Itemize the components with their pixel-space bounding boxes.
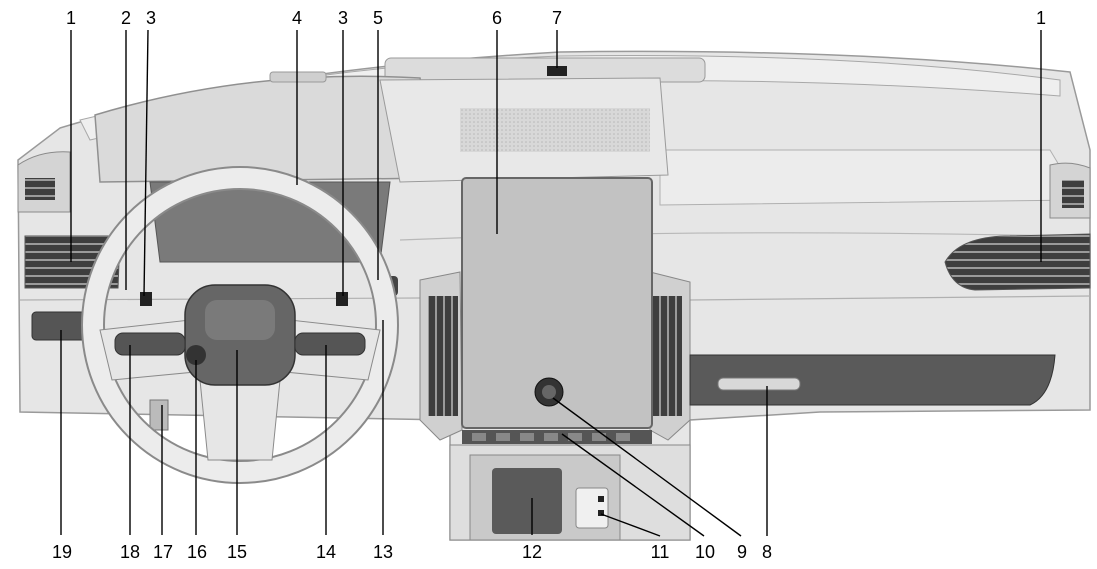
callout-3-right-paddle: 3	[338, 8, 348, 28]
callouts-top: 1 2 3 4 3 5 6 7 1	[66, 8, 1046, 28]
callout-18: 18	[120, 542, 140, 562]
callout-1-right-vent: 1	[1036, 8, 1046, 28]
callout-9: 9	[737, 542, 747, 562]
usb-ports	[575, 487, 609, 529]
left-steering-controls	[114, 332, 186, 356]
callout-19: 19	[52, 542, 72, 562]
sensor-module	[547, 66, 567, 76]
callout-15: 15	[227, 542, 247, 562]
callout-14: 14	[316, 542, 336, 562]
callout-5: 5	[373, 8, 383, 28]
infotainment-screen	[461, 177, 653, 429]
callout-6: 6	[492, 8, 502, 28]
callout-11: 11	[651, 542, 670, 562]
right-outboard-vent	[944, 162, 1091, 291]
callout-4: 4	[292, 8, 302, 28]
leader-lines	[60, 29, 1042, 537]
right-steering-controls	[294, 332, 366, 356]
steering-wheel	[81, 166, 399, 484]
callouts-bottom: 19 18 17 16 15 14 13 12 11 10 9 8	[52, 542, 772, 562]
glove-box	[689, 354, 1056, 406]
callout-16: 16	[187, 542, 207, 562]
callout-7: 7	[552, 8, 562, 28]
callout-3-left-paddle: 3	[146, 8, 156, 28]
center-dash-top	[379, 66, 669, 183]
callout-13: 13	[373, 542, 393, 562]
speaker-grill	[460, 108, 650, 152]
callout-17: 17	[153, 542, 173, 562]
callout-1-left-vent: 1	[66, 8, 76, 28]
callout-8: 8	[762, 542, 772, 562]
callout-10: 10	[695, 542, 715, 562]
wireless-charger	[492, 468, 562, 534]
lower-console	[449, 444, 691, 541]
callout-2: 2	[121, 8, 131, 28]
center-stack	[419, 177, 691, 444]
callout-12: 12	[522, 542, 542, 562]
glove-box-handle	[717, 377, 801, 391]
horn-knob	[186, 345, 206, 365]
